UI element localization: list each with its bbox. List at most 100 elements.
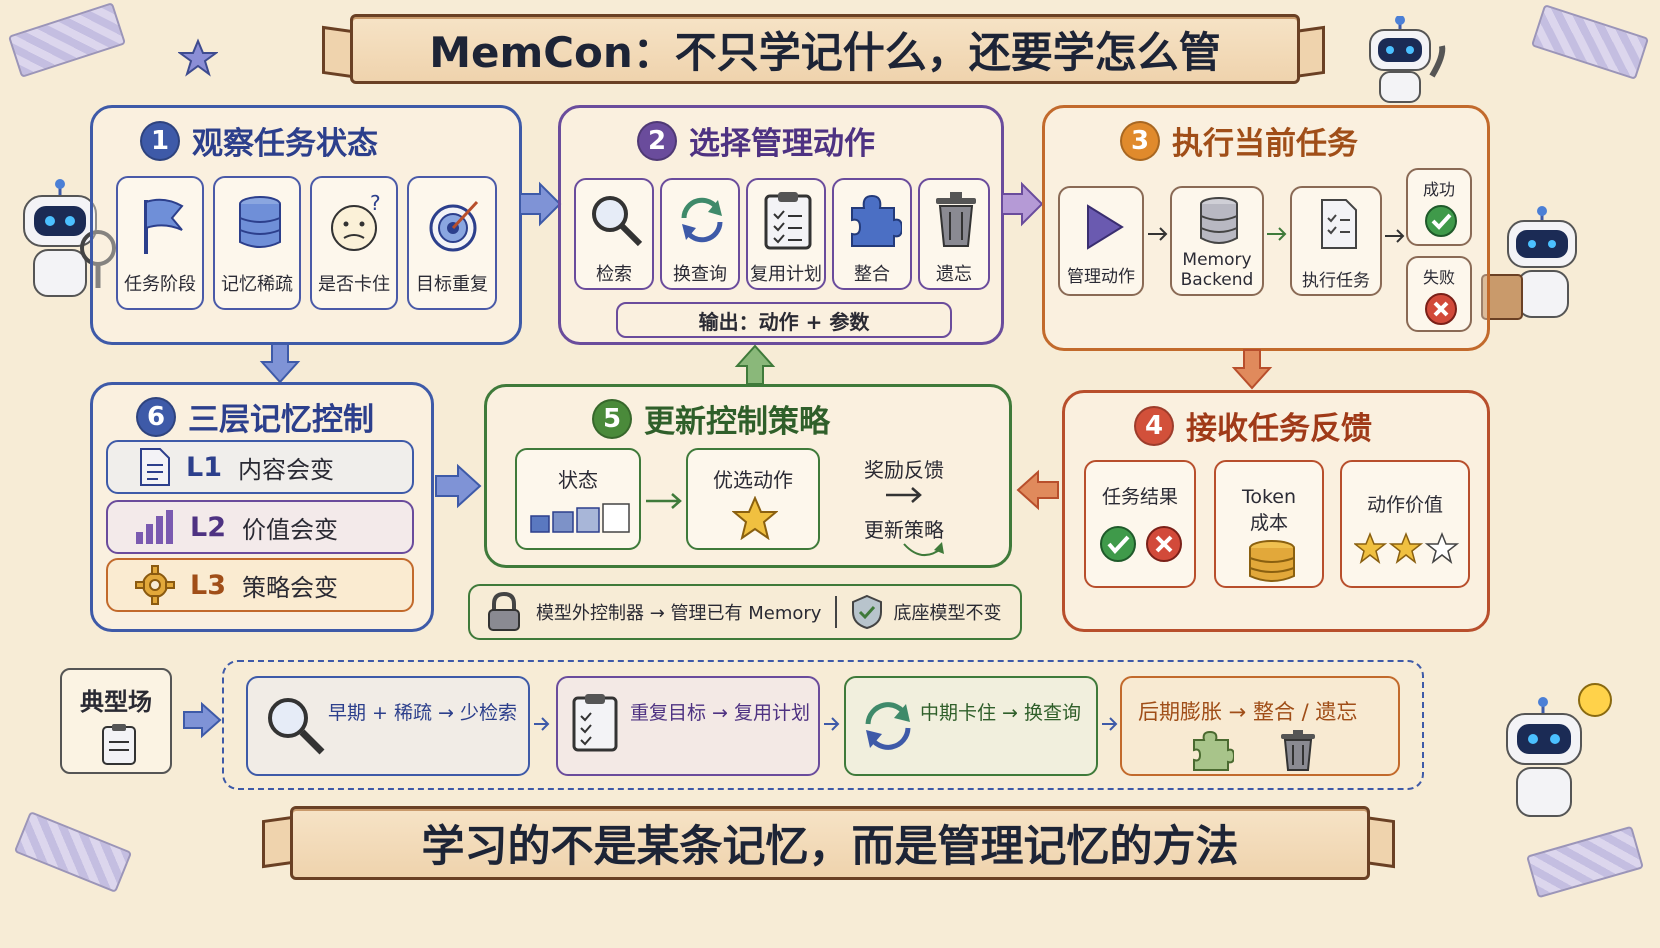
scenario-container xyxy=(222,660,1424,790)
card-label: 检索 xyxy=(596,264,632,285)
gear-icon xyxy=(135,565,175,605)
card-label: 状态 xyxy=(558,468,598,492)
check-icon xyxy=(1425,205,1457,237)
robot-idea-icon xyxy=(1506,683,1612,817)
trash-icon xyxy=(1281,730,1315,771)
flow-arrow-right xyxy=(435,463,482,509)
clipboard-icon xyxy=(764,192,812,250)
star-icon xyxy=(178,38,218,77)
card-label: 记忆稀疏 xyxy=(221,274,293,295)
thin-arrow-icon xyxy=(1102,717,1118,731)
card-label: Token 成本 xyxy=(1241,486,1297,534)
card-label: 执行任务 xyxy=(1302,271,1370,291)
flow-arrow-down xyxy=(259,343,301,384)
robot-clipboard-icon xyxy=(1481,206,1577,320)
memory-level-l2: L2 价值会变 xyxy=(106,500,414,554)
scenario-repeat-goal: 重复目标 → 复用计划 xyxy=(556,676,820,776)
scenario-label: 典型场 xyxy=(80,688,152,716)
divider xyxy=(835,596,838,628)
document-icon xyxy=(1321,199,1357,249)
robot-icon xyxy=(1369,16,1446,103)
database-icon xyxy=(1200,197,1238,244)
reward-feedback-label: 奖励反馈 xyxy=(864,458,944,482)
card-label: 任务阶段 xyxy=(124,274,196,295)
tape-decoration xyxy=(13,810,133,894)
footer-banner: 学习的不是某条记忆，而是管理记忆的方法 xyxy=(290,806,1370,880)
level-desc: 价值会变 xyxy=(242,515,338,544)
card-state: 状态 xyxy=(515,448,641,550)
card-task-result: 任务结果 xyxy=(1084,460,1196,588)
curved-arrow-icon xyxy=(903,542,944,556)
card-action-requery: 换查询 xyxy=(660,178,740,290)
scenario-text: 重复目标 → 复用计划 xyxy=(630,702,810,724)
flow-arrow-right xyxy=(1001,181,1044,227)
card-memory-backend: Memory Backend xyxy=(1170,186,1264,296)
svg-text:?: ? xyxy=(370,192,381,215)
thin-arrow-icon xyxy=(1385,229,1405,243)
cross-icon xyxy=(1425,293,1457,325)
search-icon xyxy=(592,196,643,247)
thin-arrow-icon xyxy=(1267,227,1287,241)
card-goal-repeat: 目标重复 xyxy=(407,176,497,310)
step-number: 6 xyxy=(136,396,176,437)
card-label: Memory Backend xyxy=(1180,250,1254,290)
confused-face-icon: ? xyxy=(331,192,381,251)
card-manage-action: 管理动作 xyxy=(1058,186,1144,296)
check-cross-icon xyxy=(1100,526,1182,562)
panel-title: 3 执行当前任务 xyxy=(1120,118,1358,163)
success-label: 成功 xyxy=(1422,180,1455,199)
target-icon xyxy=(429,200,479,252)
level-desc: 策略会变 xyxy=(242,573,338,602)
footer-text: 学习的不是某条记忆，而是管理记忆的方法 xyxy=(421,822,1239,872)
flow-arrow-left xyxy=(1016,469,1059,511)
card-label: 优选动作 xyxy=(713,468,793,492)
step-number: 2 xyxy=(637,120,677,161)
memory-level-l1: L1 内容会变 xyxy=(106,440,414,494)
card-stuck: ? 是否卡住 xyxy=(310,176,398,310)
card-token-cost: Token 成本 xyxy=(1214,460,1324,588)
card-action-forget: 遗忘 xyxy=(918,178,990,290)
thin-arrow-icon xyxy=(646,493,682,509)
scenario-early-sparse: 早期 + 稀疏 → 少检索 xyxy=(246,676,530,776)
card-fail: 失败 xyxy=(1406,256,1472,332)
panel-title: 4 接收任务反馈 xyxy=(1134,403,1372,448)
title-banner: MemCon：不只学记什么，还要学怎么管 xyxy=(350,14,1300,84)
card-success: 成功 xyxy=(1406,168,1472,246)
card-label: 任务结果 xyxy=(1101,486,1178,508)
level-code: L3 xyxy=(190,569,226,601)
level-desc: 内容会变 xyxy=(238,455,334,484)
card-label: 动作价值 xyxy=(1366,494,1443,516)
card-action-search: 检索 xyxy=(574,178,654,290)
flow-arrow-down xyxy=(1231,349,1273,390)
panel-title: 5 更新控制策略 xyxy=(592,396,830,441)
card-action-reuse-plan: 复用计划 xyxy=(746,178,826,290)
page-title: MemCon：不只学记什么，还要学怎么管 xyxy=(429,27,1221,77)
panel-title: 1 观察任务状态 xyxy=(140,118,378,163)
star-icon xyxy=(732,496,778,540)
flow-arrow-right xyxy=(183,701,222,739)
thin-arrow-icon xyxy=(1148,227,1168,241)
clipboard-icon xyxy=(102,724,136,765)
stars-icon xyxy=(1354,532,1460,564)
memory-level-l3: L3 策略会变 xyxy=(106,558,414,612)
scenario-late-bloat: 后期膨胀 → 整合 / 遗忘 xyxy=(1120,676,1400,776)
level-code: L1 xyxy=(186,451,222,483)
puzzle-icon xyxy=(1193,730,1234,771)
refresh-icon xyxy=(681,197,723,243)
controller-note-right: 底座模型不变 xyxy=(893,603,1002,624)
scenario-mid-stuck: 中期卡住 → 换查询 xyxy=(844,676,1098,776)
card-memory-sparse: 记忆稀疏 xyxy=(213,176,301,310)
flow-arrow-up xyxy=(734,344,776,385)
tape-decoration xyxy=(7,2,127,78)
scenario-text: 后期膨胀 → 整合 / 遗忘 xyxy=(1138,700,1358,724)
search-icon xyxy=(268,698,325,755)
robot-magnifier-icon xyxy=(23,179,116,297)
thin-arrow-icon xyxy=(824,717,840,731)
card-label: 是否卡住 xyxy=(318,274,390,295)
action-output-box: 输出：动作 + 参数 xyxy=(616,302,952,338)
card-label: 复用计划 xyxy=(750,264,822,285)
level-code: L2 xyxy=(190,511,226,543)
scenario-label-box: 典型场 xyxy=(60,668,172,774)
refresh-icon xyxy=(865,702,911,750)
shield-icon xyxy=(852,594,883,630)
